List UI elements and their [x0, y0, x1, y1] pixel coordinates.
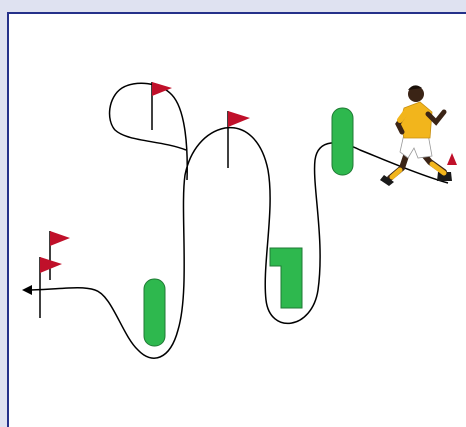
dribble-path-loop — [108, 82, 188, 181]
drill-board — [7, 12, 466, 427]
tackle-dummy-icon — [331, 107, 354, 176]
flag-icon — [227, 111, 250, 168]
arrow-head-icon — [22, 285, 32, 295]
running-player-icon — [380, 85, 452, 186]
dribble-path — [27, 126, 449, 359]
flag-icon — [49, 231, 70, 280]
tackle-dummy-icon — [143, 278, 166, 347]
l-block-icon — [269, 247, 303, 309]
flag-icon — [39, 257, 62, 318]
cone-icon — [447, 153, 457, 165]
flag-icon — [151, 82, 172, 130]
